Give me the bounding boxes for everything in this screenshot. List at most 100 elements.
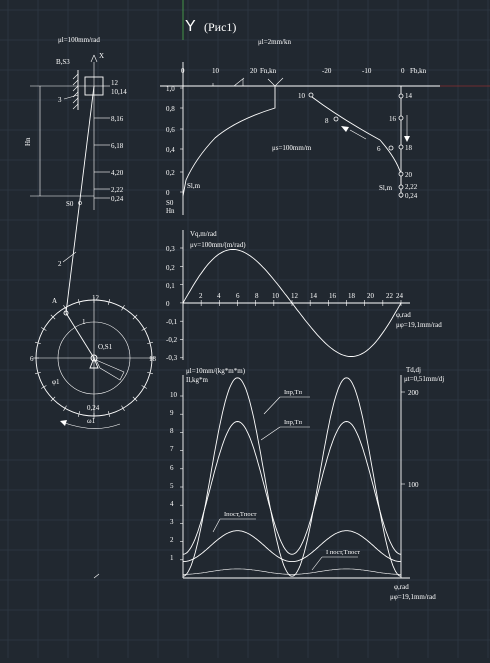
vy-tick-03: 0,3 [166,245,175,253]
fy-tick-08: 0,8 [166,105,175,113]
link1-label: 1 [82,318,86,326]
link2-label: 2 [58,260,62,268]
inertia-curve-big [182,377,402,577]
mu-s-label: μs=100mm/m [272,144,312,152]
fb-pt-20: 20 [405,171,413,179]
pos-4-20: 4,20 [111,169,124,177]
crank-tick [141,327,147,331]
fb-point [398,93,404,99]
iy-tick-6: 6 [170,464,174,472]
fbx-label: Fb,kn [410,67,427,75]
inertia-x-label: φ,rad [394,583,409,591]
vy-tick-0: 0 [166,300,170,308]
s-point-label: S0 [66,200,74,208]
point-o-label: O,S1 [98,343,113,351]
fb-pt-2-22: 2,22 [405,183,418,191]
fy-label: Sl,m [187,182,201,190]
fx-tick-20: 20 [250,67,258,75]
iy-tick-2: 2 [170,536,174,544]
rotation-arrow [61,421,121,429]
crank-pos-0-24: 0,24 [87,404,100,412]
crank-tick [50,396,56,402]
crank-tick [41,327,47,331]
fy-tick-04: 0,4 [166,146,175,154]
vy-tick-m01: -0,1 [166,318,178,326]
fb-pt-10: 10 [298,92,306,100]
joint-o [90,354,98,362]
ucs-y-icon: Y [185,18,196,35]
crank-tick [63,305,67,311]
fy-tick-02: 0,2 [166,169,175,177]
fbx-tick-0: 0 [401,67,405,75]
pos-6-18: 6,18 [111,142,124,150]
vy-tick-02: 0,2 [166,264,175,272]
iy-tick-3: 3 [170,518,174,526]
vy-tick-01: 0,1 [166,282,175,290]
curve-label-4: I пост,Tпост [326,549,360,556]
fbx-tick-m10: -10 [362,67,372,75]
pos-12: 12 [111,79,119,87]
vy-tick-m02: -0,2 [166,336,178,344]
fb-chart: -20 -10 0 Fb,kn 10 8 6 14 16 18 20 2,22 … [298,67,427,200]
fx-tick-0: 0 [181,67,185,75]
x-axis-label: X [99,52,104,60]
vx-tick-8: 8 [255,292,259,300]
crank-tick [35,341,41,345]
fy-hn: Hn [166,207,175,215]
fy-origin: S0 [166,199,174,207]
velocity-y-label: Vq,m/rad [190,230,217,238]
fy-tick-10: 1,0 [166,85,175,93]
iy-tick-5: 5 [170,482,174,490]
fb-pt-16: 16 [389,115,397,123]
vx-tick-10: 10 [272,292,280,300]
joint-a [63,310,69,316]
figure-title: (Рис1) [204,20,236,34]
fb-curve [310,94,402,196]
force-curve [182,86,276,197]
ry-tick-100: 100 [408,481,419,489]
crank-pos-12: 12 [92,294,100,302]
crank-tick [141,385,147,389]
direction-arrow [349,129,367,140]
fb-point [388,145,394,151]
curve-label-1: Iпр,Tп [284,389,302,396]
crank-tick [147,371,153,375]
fb-pt-14: 14 [405,92,413,100]
iy-tick-4: 4 [170,500,174,508]
inertia-scale: μl=10mm/(kg*m*m) [186,367,246,375]
mechanism-drawing: μl=100mm/rad B,S3 X 3 Hn 12 10,14 8,16 6… [24,36,157,579]
fb-pt-0-24: 0,24 [405,192,418,200]
vx-tick-20: 20 [367,292,375,300]
vx-tick-18: 18 [348,292,356,300]
pos-0-24: 0,24 [111,195,124,203]
pos-2-22: 2,22 [111,186,124,194]
fb-point [398,144,404,150]
velocity-x-label: φ,rad [396,311,411,319]
energy-y-label: Td,dj [406,366,421,374]
fb-point [308,92,314,98]
fb-pt-18: 18 [405,144,413,152]
crank-tick [35,371,41,375]
vy-tick-m03: -0,3 [166,354,178,362]
vx-tick-2: 2 [199,292,203,300]
crank-tick [50,314,56,320]
link3-label: 3 [58,96,62,104]
inertia-curve-small [183,530,401,563]
fb-point [398,184,404,190]
iy-tick-10: 10 [170,391,178,399]
curve-label-3: Iпост,Tпост [224,511,257,518]
vx-tick-12: 12 [291,292,299,300]
iy-tick-9: 9 [170,409,174,417]
fb-point [398,115,404,121]
crank-tick [147,341,153,345]
fbx-tick-m20: -20 [322,67,332,75]
mechanism-scale: μl=100mm/rad [58,36,100,44]
crank-tick [41,385,47,389]
inertia-curve-flat [183,568,401,575]
fx-tick-10: 10 [212,67,220,75]
crank-pos-18: 18 [149,355,157,363]
fb-y-label: Sl,m [379,184,393,192]
